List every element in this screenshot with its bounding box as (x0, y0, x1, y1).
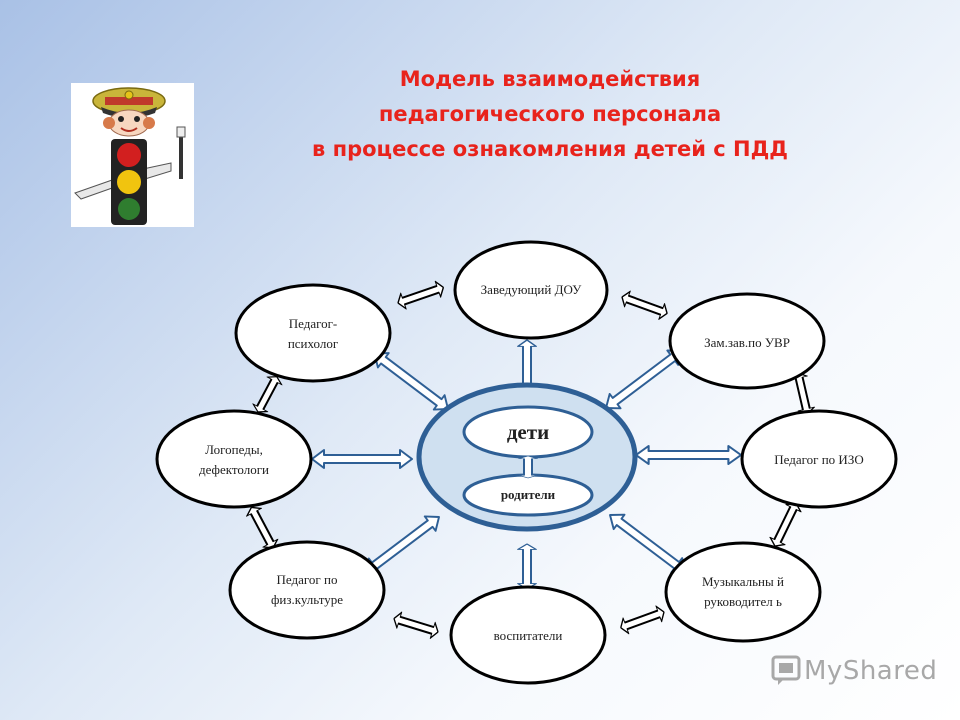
node-teachers (449, 585, 607, 685)
arrow-center-speech (311, 449, 413, 469)
myshared-logo-icon (771, 655, 801, 685)
arrow-speech-psych (250, 372, 285, 417)
title-line-1: Модель взаимодействия (399, 67, 701, 91)
node-pe-label: Педагог по физ.культуре (270, 572, 344, 607)
traffic-light-officer-icon (71, 83, 194, 227)
node-psych-label: Педагог- психолог (287, 316, 339, 351)
arrow-center-art (634, 444, 743, 466)
arrow-head-deputy (618, 288, 671, 322)
title-line-3: в процессе ознакомления детей с ПДД (311, 137, 788, 161)
node-teachers-label: воспитатели (493, 628, 563, 643)
watermark: MyShared (770, 654, 937, 688)
node-head (453, 240, 609, 340)
parents-label: родители (500, 487, 556, 502)
arrow-teachers-pe (390, 609, 442, 641)
node-deputy-label: Зам.зав.по УВР (704, 335, 790, 350)
node-music-label: Музыкальны й руководител ь (702, 574, 784, 609)
arrow-art-music (766, 498, 805, 551)
node-speech (155, 409, 313, 509)
node-deputy (668, 292, 826, 390)
arrow-pe-speech (243, 502, 281, 553)
node-pe (228, 540, 386, 640)
node-speech-label: Логопеды, дефектологи (199, 442, 269, 477)
children-label: дети (506, 420, 550, 444)
node-art-label: Педагог по ИЗО (774, 452, 864, 467)
node-art (740, 409, 898, 509)
title-line-2: педагогического персонала (378, 102, 722, 126)
watermark-text: MyShared (804, 656, 938, 686)
node-head-label: Заведующий ДОУ (480, 282, 582, 297)
page-title: Модель взаимодействия педагогического пе… (240, 62, 860, 167)
arrow-center-teachers (517, 543, 537, 590)
arrow-music-teachers (617, 603, 668, 637)
node-music (664, 541, 822, 643)
arrow-psych-head (394, 278, 447, 312)
node-psych (234, 283, 392, 383)
